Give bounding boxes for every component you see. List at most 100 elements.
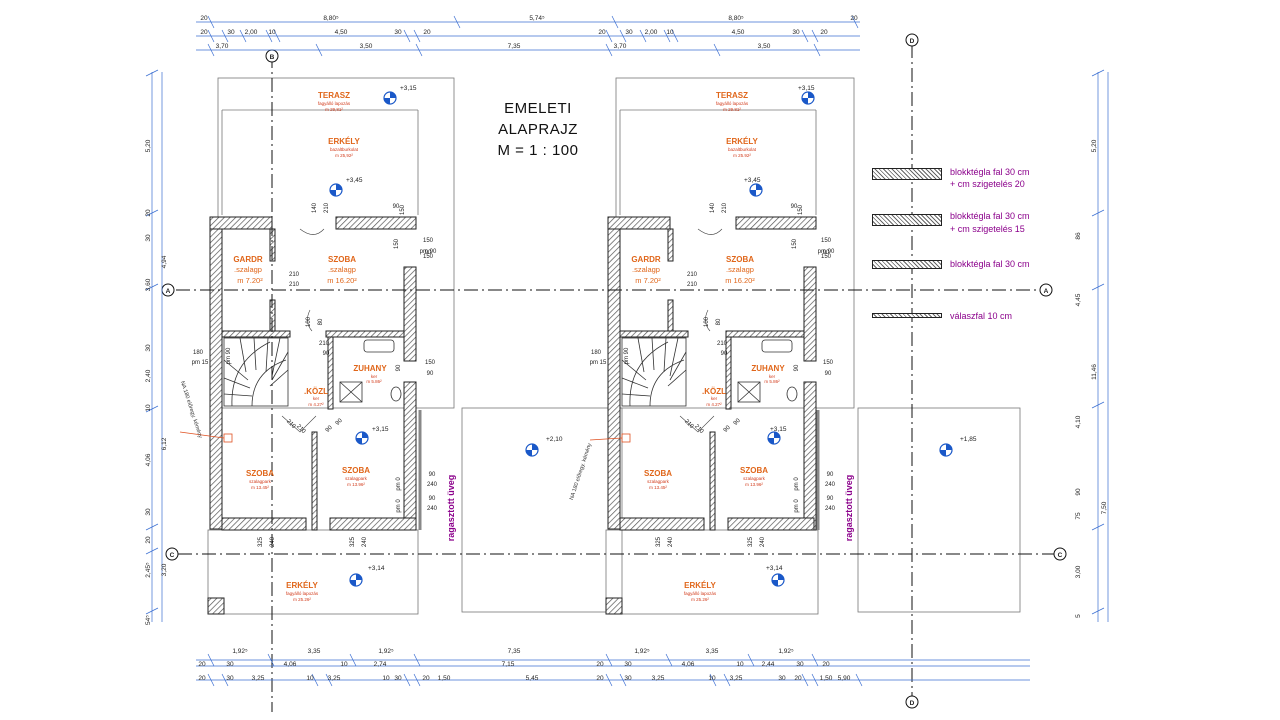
- legend-swatch: [872, 214, 942, 226]
- dimension-value: 20: [200, 15, 208, 22]
- dimension-value: 90: [791, 204, 798, 210]
- room-finish: fagyálló lapozás: [716, 101, 749, 106]
- room-name: SZOBA: [740, 466, 768, 475]
- dimension-value: 30: [145, 234, 152, 242]
- room-area: m 7.20²: [237, 276, 263, 285]
- dimension-value: 7,50: [1101, 501, 1108, 514]
- dimension-value: 90: [425, 250, 432, 256]
- room-area: m 13.96²: [347, 482, 365, 487]
- dimension-value: 90: [794, 364, 800, 371]
- level-value: +3,14: [766, 565, 783, 572]
- room-area: m 25.26²: [293, 597, 311, 602]
- dimension-value: 30: [394, 29, 402, 36]
- room-name: .KÖZL: [304, 387, 328, 396]
- dimension-value: 20: [423, 29, 431, 36]
- dimension-value: 10: [666, 29, 674, 36]
- room-name: SZOBA: [644, 469, 672, 478]
- dimension-value: 3,70: [216, 43, 229, 50]
- room-area: m 5.86²: [764, 379, 780, 384]
- dimension-value: 1,92⁵: [634, 648, 650, 655]
- room-finish: ker: [313, 396, 320, 401]
- legend-item-wall-20: blokktégla fal 30 cm + cm szigetelés 20: [872, 164, 1072, 194]
- dimension-value: 20: [596, 661, 604, 668]
- dimension-value: 1,92⁵: [232, 648, 248, 655]
- room-name: TERASZ: [318, 91, 350, 100]
- grid-label: D: [910, 700, 915, 707]
- room-name: SZOBA: [328, 255, 356, 264]
- dimension-value: 3,25: [730, 675, 743, 682]
- dimension-value: 150: [425, 360, 436, 366]
- room-area: m 5.86²: [366, 379, 382, 384]
- dimension-value: 240: [427, 482, 438, 488]
- dimension-value: 140: [710, 202, 716, 213]
- dimension-value: 2,44: [762, 661, 775, 668]
- legend-text-line-1: blokktégla fal 30 cm: [950, 259, 1030, 269]
- dimension-value: 1,92⁵: [778, 648, 794, 655]
- title-line-3: M = 1 : 100: [497, 142, 579, 159]
- dimension-value: 3,25: [252, 675, 265, 682]
- dimension-value: 30: [792, 29, 800, 36]
- dimension-value: 240: [825, 482, 836, 488]
- dimension-value: pm 15: [590, 360, 607, 366]
- room-finish: ker: [711, 396, 718, 401]
- room-area: m 16.20²: [725, 276, 755, 285]
- legend-text-line-2: + cm szigetelés 15: [950, 224, 1025, 234]
- dimension-value: 5,74⁵: [529, 15, 545, 22]
- dimension-value: 8,80⁵: [323, 15, 339, 22]
- dimension-value: 5: [1075, 614, 1082, 618]
- title-line-1: EMELETI: [504, 100, 572, 117]
- dimension-value: 3,70: [614, 43, 627, 50]
- dimension-value: 30: [226, 661, 234, 668]
- dimension-value: 210: [289, 272, 300, 278]
- dimension-value: 4,50: [335, 29, 348, 36]
- dimension-value: 54⁵: [145, 615, 152, 625]
- room-area: m 16.20²: [327, 276, 357, 285]
- dimension-value: 90: [323, 351, 330, 357]
- dimension-value: 20: [198, 661, 206, 668]
- room-name: ERKÉLY: [286, 581, 318, 590]
- room-area: m 29,81²: [325, 107, 343, 112]
- dimension-value: 150: [423, 238, 434, 244]
- legend-text-line-1: blokktégla fal 30 cm: [950, 167, 1030, 177]
- dimension-value: 6,12: [161, 437, 168, 450]
- room-name: .KÖZL: [702, 387, 726, 396]
- dimension-value: 240: [427, 506, 438, 512]
- level-value: +3,15: [400, 85, 417, 92]
- dimension-value: 4,45: [1075, 293, 1082, 306]
- dimension-value: 30: [145, 344, 152, 352]
- dimension-value: 150: [821, 238, 832, 244]
- dimension-value: 20: [794, 675, 802, 682]
- dimension-value: 2,00: [245, 29, 258, 36]
- level-value: +3,15: [770, 426, 787, 433]
- dimension-value: pm 0: [794, 477, 800, 491]
- glass-railing-label: ragasztott üveg: [446, 475, 456, 542]
- level-value: +3,15: [372, 426, 389, 433]
- room-finish: ker: [371, 374, 378, 379]
- dimension-value: 140: [312, 202, 318, 213]
- dimension-value: 150: [423, 254, 434, 260]
- dimension-value: pm 0: [396, 499, 402, 513]
- chimney-label: NA 180 előregy. kémény: [179, 380, 203, 439]
- dimension-value: 7,35: [508, 648, 521, 655]
- level-value: +2,10: [546, 436, 563, 443]
- room-finish: szalagpark: [743, 476, 766, 481]
- dimension-value: 325: [656, 536, 662, 547]
- room-name: ERKÉLY: [684, 581, 716, 590]
- grid-label: B: [270, 54, 275, 61]
- room-finish: fagyálló lapozás: [684, 591, 717, 596]
- level-value: +3,14: [368, 565, 385, 572]
- room-area: m 4.27²: [308, 402, 324, 407]
- dimension-value: 90: [723, 424, 732, 433]
- room-finish: .szalagp: [726, 265, 754, 274]
- dimension-value: 325: [748, 536, 754, 547]
- legend-text-line-1: válaszfal 10 cm: [950, 311, 1013, 321]
- room-name: GARDR: [233, 255, 263, 264]
- dimension-value: pm 15: [192, 360, 209, 366]
- room-finish: bazaltburkolat: [728, 147, 757, 152]
- dimension-value: 4,06: [284, 661, 297, 668]
- room-area: m 25,92²: [335, 153, 353, 158]
- dimension-value: 3,25: [328, 675, 341, 682]
- room-name: SZOBA: [246, 469, 274, 478]
- dimension-value: 4,06: [145, 453, 152, 466]
- dimension-value: 180: [193, 350, 204, 356]
